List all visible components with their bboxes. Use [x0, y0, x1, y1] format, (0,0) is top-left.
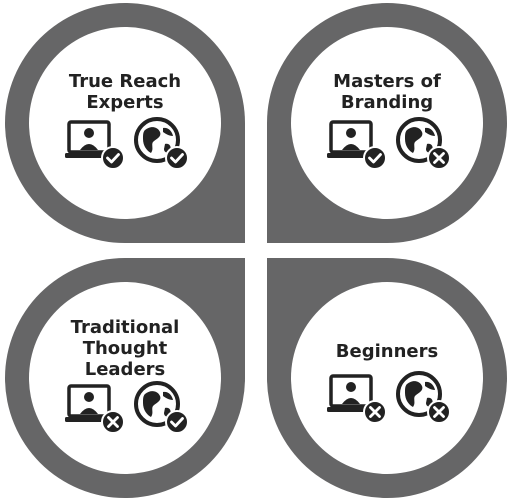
quadrant-true-reach-experts: True Reach Experts [5, 3, 245, 243]
quadrant-traditional-thought-leaders: Traditional Thought Leaders [5, 258, 245, 498]
quadrant-title: Beginners [335, 341, 439, 362]
quadrant-masters-of-branding: Masters of Branding [267, 3, 507, 243]
icon-row [291, 117, 483, 180]
globe-icon [134, 117, 189, 170]
globe-icon [396, 117, 451, 170]
laptop-user-icon [327, 120, 387, 170]
icon-row [291, 371, 483, 434]
globe-icon [396, 371, 451, 424]
quadrant-beginners: Beginners [267, 258, 507, 498]
quadrant-title: True Reach Experts [68, 71, 182, 113]
quadrant-circle: Beginners [291, 282, 483, 474]
quadrant-title: Masters of Branding [333, 71, 441, 113]
quadrant-circle: True Reach Experts [29, 27, 221, 219]
icon-row [29, 381, 221, 444]
globe-icon [134, 381, 189, 434]
icon-row [29, 117, 221, 180]
laptop-user-icon [65, 120, 125, 170]
quadrant-title: Traditional Thought Leaders [70, 317, 180, 380]
laptop-user-icon [65, 384, 125, 434]
quadrant-circle: Traditional Thought Leaders [29, 282, 221, 474]
laptop-user-icon [327, 374, 387, 424]
quadrant-circle: Masters of Branding [291, 27, 483, 219]
